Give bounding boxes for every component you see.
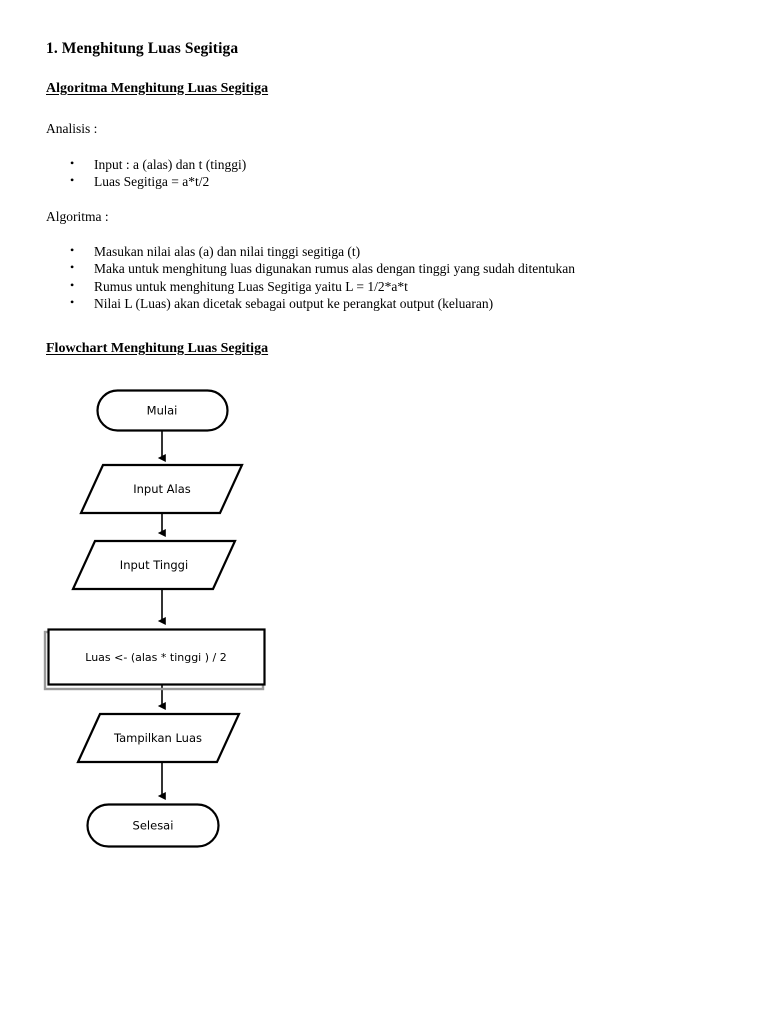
- flowchart-node-label: Selesai: [133, 819, 174, 833]
- analysis-label: Analisis :: [46, 121, 98, 137]
- parallelogram-shape-input-tinggi: [71, 539, 237, 591]
- list-item: Nilai L (Luas) akan dicetak sebagai outp…: [46, 294, 706, 313]
- algorithm-label: Algoritma :: [46, 208, 109, 224]
- flowchart-node-input-alas: Input Alas: [79, 463, 244, 515]
- flowchart-node-input-tinggi: Input Tinggi: [71, 539, 237, 591]
- flowchart-node-process: Luas <- (alas * tinggi ) / 2: [43, 628, 266, 691]
- flowchart-node-label: Luas <- (alas * tinggi ) / 2: [85, 651, 226, 664]
- flowchart-node-label: Input Tinggi: [120, 558, 188, 572]
- terminator-shape-end: [86, 803, 220, 848]
- list-item: Maka untuk menghitung luas digunakan rum…: [46, 259, 706, 278]
- flowchart-node-label: Input Alas: [133, 482, 191, 496]
- parallelogram-shape-output: [76, 712, 241, 764]
- flowchart-node-selesai: Selesai: [86, 803, 220, 848]
- section-heading-algoritma: Algoritma Menghitung Luas Segitiga: [46, 80, 269, 96]
- flowchart-node-mulai: Mulai: [96, 389, 229, 432]
- document-text-body: 1. Menghitung Luas Segitiga Algoritma Me…: [46, 40, 706, 358]
- flowchart-node-label: Tampilkan Luas: [113, 731, 202, 745]
- list-item: Input : a (alas) dan t (tinggi): [46, 155, 706, 174]
- algorithm-list: Masukan nilai alas (a) dan nilai tinggi …: [46, 242, 706, 313]
- section-heading-flowchart: Flowchart Menghitung Luas Segitiga: [46, 340, 269, 356]
- page-title: 1. Menghitung Luas Segitiga: [46, 40, 239, 57]
- analysis-list: Input : a (alas) dan t (tinggi) Luas Seg…: [46, 155, 706, 191]
- list-item: Rumus untuk menghitung Luas Segitiga yai…: [46, 277, 706, 296]
- terminator-shape-start: [96, 389, 229, 432]
- flowchart-node-output: Tampilkan Luas: [76, 712, 241, 764]
- process-shape-luas: [47, 628, 266, 686]
- flowchart-node-label: Mulai: [147, 404, 178, 418]
- parallelogram-shape-input-alas: [79, 463, 244, 515]
- list-item: Masukan nilai alas (a) dan nilai tinggi …: [46, 242, 706, 261]
- flowchart-diagram: Mulai Input Alas Input Tinggi Luas <- (a…: [0, 378, 768, 868]
- list-item: Luas Segitiga = a*t/2: [46, 172, 706, 191]
